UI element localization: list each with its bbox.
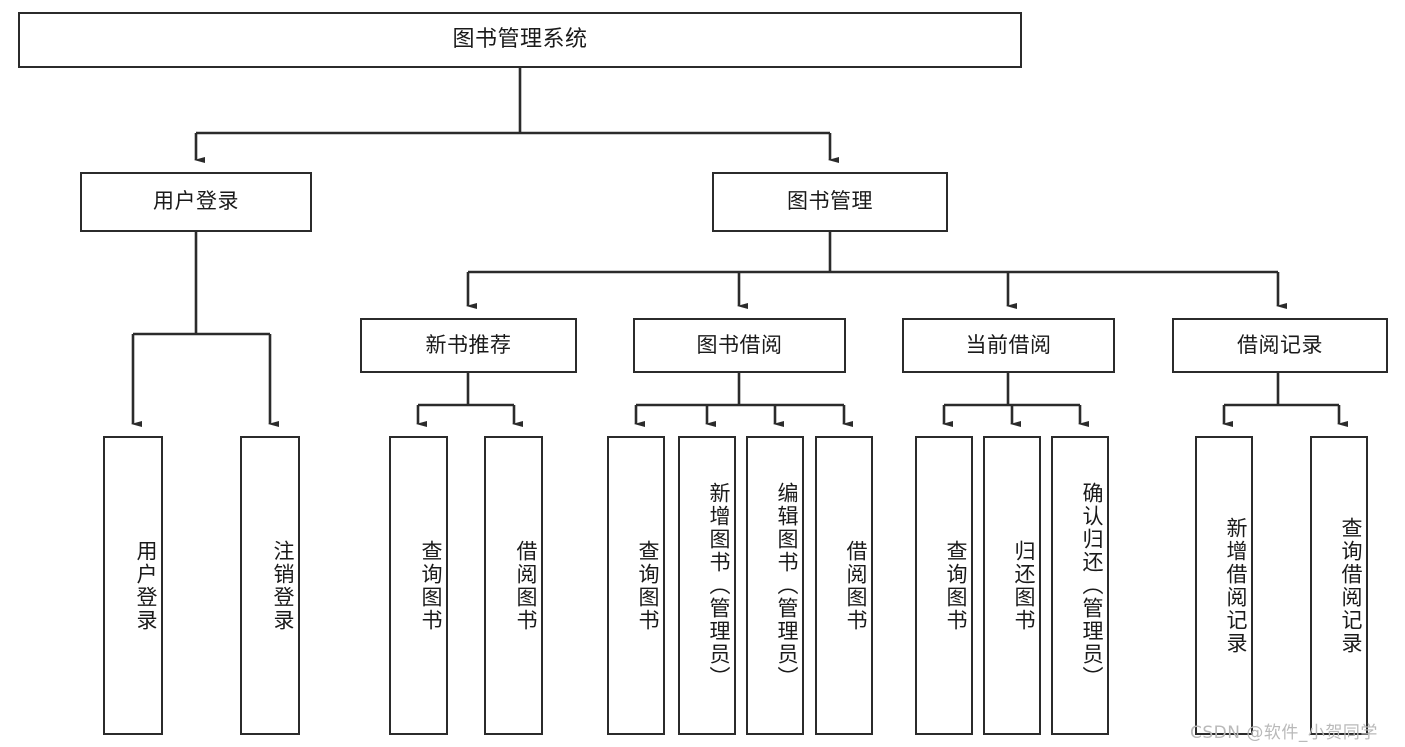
node-new-book-recommend[interactable]: 新书推荐 [360,318,577,373]
csdn-watermark: CSDN @软件_小贺同学 [1190,723,1378,743]
node-label: 新增借阅记录 [1224,516,1248,655]
node-root-book-management-system[interactable]: 图书管理系统 [18,12,1022,68]
leaf-borrow-record-add-record[interactable]: 新增借阅记录 [1195,436,1253,735]
node-label: 图书管理系统 [452,26,588,52]
node-book-borrow[interactable]: 图书借阅 [633,318,846,373]
node-label: 新增图书（管理员） [707,482,731,689]
node-label: 借阅图书 [514,539,538,632]
leaf-current-borrow-query-book[interactable]: 查询图书 [915,436,973,735]
node-user-login[interactable]: 用户登录 [80,172,312,232]
leaf-user-login-signout[interactable]: 注销登录 [240,436,300,735]
leaf-book-borrow-borrow-book[interactable]: 借阅图书 [815,436,873,735]
node-label: 借阅记录 [1237,332,1323,357]
node-label: 用户登录 [134,539,158,632]
node-label: 当前借阅 [965,332,1052,357]
leaf-book-borrow-add-book-admin[interactable]: 新增图书（管理员） [678,436,736,735]
leaf-new-book-query-book[interactable]: 查询图书 [389,436,448,735]
node-label: 查询借阅记录 [1339,516,1363,655]
node-label: 归还图书 [1012,539,1036,632]
node-label: 查询图书 [636,539,660,632]
leaf-book-borrow-edit-book-admin[interactable]: 编辑图书（管理员） [746,436,804,735]
node-label: 借阅图书 [844,539,868,632]
leaf-new-book-borrow-book[interactable]: 借阅图书 [484,436,543,735]
node-label: 新书推荐 [425,332,512,357]
node-label: 注销登录 [271,539,295,632]
leaf-current-borrow-return-book[interactable]: 归还图书 [983,436,1041,735]
node-label: 编辑图书（管理员） [775,482,799,689]
node-label: 图书借阅 [696,332,783,357]
leaf-borrow-record-query-record[interactable]: 查询借阅记录 [1310,436,1368,735]
leaf-current-borrow-confirm-return-admin[interactable]: 确认归还（管理员） [1051,436,1109,735]
node-book-management[interactable]: 图书管理 [712,172,948,232]
node-label: 查询图书 [944,539,968,632]
node-label: 确认归还（管理员） [1080,482,1104,689]
node-label: 用户登录 [153,189,239,214]
node-label: 图书管理 [787,189,873,214]
node-label: 查询图书 [419,539,443,632]
leaf-user-login-signin[interactable]: 用户登录 [103,436,163,735]
node-borrow-record[interactable]: 借阅记录 [1172,318,1388,373]
leaf-book-borrow-query-book[interactable]: 查询图书 [607,436,665,735]
node-current-borrow[interactable]: 当前借阅 [902,318,1115,373]
